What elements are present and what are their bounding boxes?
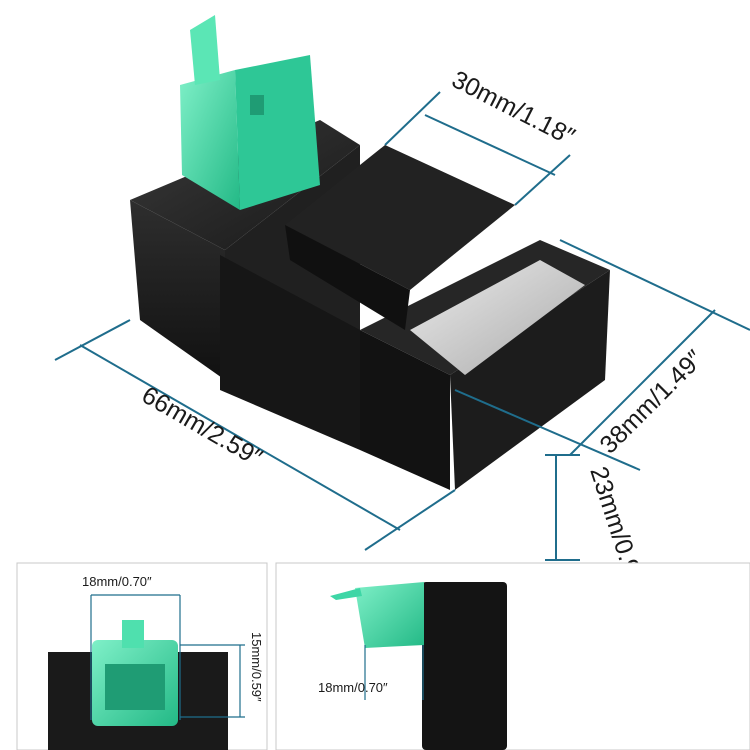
- width-dimension-label: 30mm/1.18″: [447, 65, 579, 151]
- module-right-side: [450, 270, 610, 490]
- connector-latch: [190, 15, 220, 85]
- module-center-cap: [285, 145, 515, 290]
- connector-side: [235, 55, 320, 210]
- inset-connector-side: [275, 562, 750, 750]
- module-center-cap-side: [285, 225, 410, 330]
- inset-connector-latch: [122, 620, 144, 648]
- inset-side-latch: [330, 588, 362, 600]
- green-connector: [180, 15, 320, 210]
- connector-width-label: 18mm/0.70″: [82, 574, 152, 589]
- cdi-module: [130, 120, 610, 490]
- module-left-front: [130, 200, 225, 380]
- module-middle-front: [220, 255, 360, 450]
- connector-pin: [250, 95, 264, 115]
- inset-connector-front: [16, 562, 268, 750]
- label-plate: [410, 260, 585, 375]
- inset-side-body: [422, 582, 507, 750]
- module-right-front: [360, 330, 450, 490]
- inset-connector-socket: [105, 664, 165, 710]
- connector-depth-label: 18mm/0.70″: [318, 680, 388, 695]
- connector-height-label: 15mm/0.59″: [249, 632, 264, 702]
- connector-face: [180, 70, 240, 210]
- inset-side-frame: [275, 562, 750, 750]
- depth-dimension-label: 38mm/1.49″: [594, 345, 709, 460]
- inset-side-connector: [355, 582, 424, 648]
- dimension-lines-main: [54, 91, 750, 561]
